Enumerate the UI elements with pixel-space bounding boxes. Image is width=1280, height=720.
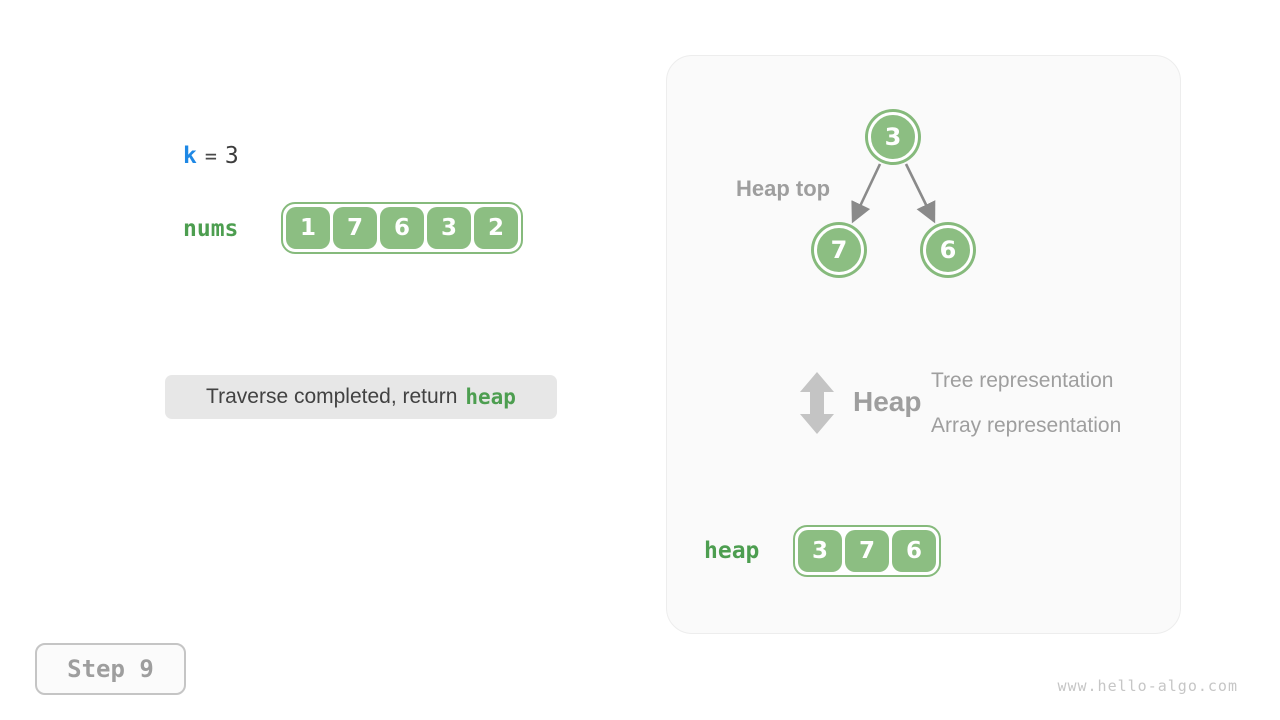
nums-array-label: nums [183, 216, 239, 242]
k-value: 3 [224, 143, 241, 169]
heap-panel: Heap top 3 7 6 Heap Tree representation … [666, 55, 1181, 634]
legend-array-representation: Array representation [931, 414, 1122, 437]
up-down-arrow-icon [800, 372, 834, 434]
k-variable-line: k=3 [183, 143, 241, 169]
edge-root-to-left-arrow [851, 163, 882, 224]
legend-heap-title: Heap [853, 386, 922, 417]
nums-array: 1 7 6 3 2 [281, 202, 523, 254]
edge-root-to-right-arrow [904, 163, 936, 224]
nums-array-cell: 6 [380, 207, 424, 249]
legend-tree-representation: Tree representation [931, 369, 1114, 392]
nums-array-cell: 7 [333, 207, 377, 249]
heap-array-cell: 3 [798, 530, 842, 572]
k-variable-name: k [183, 143, 199, 169]
caption-text: Traverse completed, return [206, 385, 458, 408]
equals-sign: = [204, 144, 219, 168]
nums-array-cell: 2 [474, 207, 518, 249]
tree-node-right-child: 6 [923, 225, 973, 275]
step-caption: Traverse completed, return heap [165, 375, 557, 419]
nums-array-cell: 3 [427, 207, 471, 249]
step-badge: Step 9 [35, 643, 186, 695]
heap-array: 3 7 6 [793, 525, 941, 577]
heap-top-label: Heap top [736, 176, 831, 201]
caption-code-heap: heap [465, 385, 516, 409]
tree-node-root: 3 [868, 112, 918, 162]
watermark-url: www.hello-algo.com [1057, 677, 1238, 695]
heap-array-cell: 6 [892, 530, 936, 572]
tree-node-left-child: 7 [814, 225, 864, 275]
heap-array-label: heap [704, 538, 760, 564]
heap-array-cell: 7 [845, 530, 889, 572]
nums-array-cell: 1 [286, 207, 330, 249]
